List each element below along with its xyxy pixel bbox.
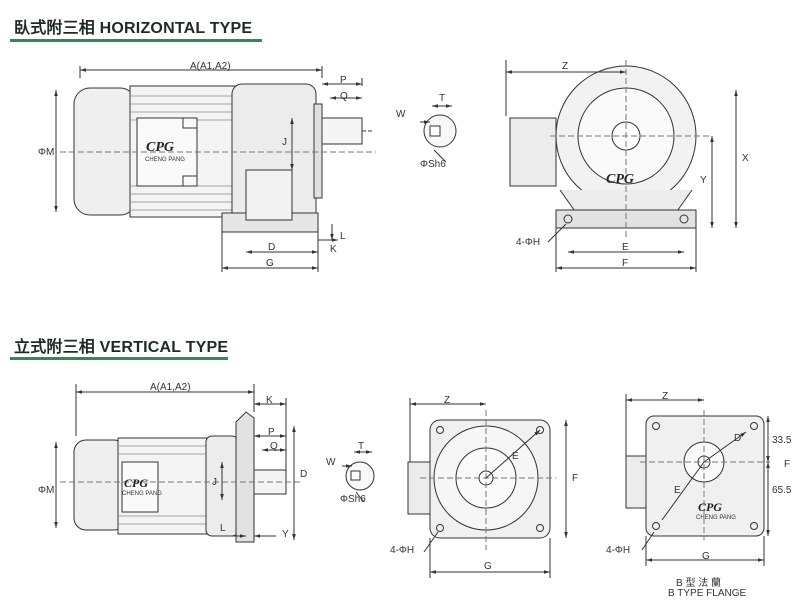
- vertical-type-title: 立式附三相 VERTICAL TYPE: [14, 339, 229, 356]
- horizontal-front-view: [505, 60, 738, 272]
- dim-x-label: X: [742, 153, 749, 164]
- dim-z-label: Z: [444, 395, 451, 406]
- dim-hole-label: 4-ΦH: [516, 237, 541, 248]
- title-underline: [10, 39, 262, 42]
- vertical-side-view: [54, 384, 300, 543]
- b-flange-caption-cn: B 型 法 蘭: [676, 578, 722, 589]
- dim-phi-m-label: ΦM: [38, 147, 55, 158]
- dim-d-label: D: [734, 433, 742, 444]
- dim-f-label: F: [784, 459, 791, 470]
- vertical-shaft-section: [342, 450, 375, 503]
- dim-j-label: J: [282, 137, 287, 148]
- vertical-flange-view: [407, 398, 568, 578]
- dim-p-label: P: [268, 427, 275, 438]
- cpg-logo: CPG: [124, 476, 148, 490]
- dim-33-5-label: 33.5: [772, 435, 792, 446]
- horizontal-shaft-section: [420, 104, 457, 163]
- cpg-logo-subtitle: CHENG PANG: [145, 157, 185, 163]
- dim-e-label: E: [622, 242, 629, 253]
- horizontal-type-title: 臥式附三相 HORIZONTAL TYPE: [14, 20, 253, 37]
- dim-d-label: D: [300, 469, 308, 480]
- dim-d-label: D: [268, 242, 276, 253]
- dim-sh6-label: ΦSh6: [340, 494, 366, 505]
- dim-sh6-label: ΦSh6: [420, 159, 446, 170]
- dim-f-label: F: [572, 473, 579, 484]
- dim-w-label: W: [396, 109, 406, 120]
- dim-z-label: Z: [562, 61, 569, 72]
- dim-z-label: Z: [662, 391, 669, 402]
- dim-a-label: A(A1,A2): [190, 61, 231, 72]
- dim-q-label: Q: [270, 441, 278, 452]
- cpg-logo: CPG: [606, 172, 634, 187]
- dim-hole-label: 4-ΦH: [606, 545, 631, 556]
- dim-g-label: G: [266, 258, 274, 269]
- dim-q-label: Q: [340, 91, 348, 102]
- dim-t-label: T: [358, 441, 365, 452]
- horizontal-side-view: [54, 66, 376, 272]
- dim-t-label: T: [439, 93, 446, 104]
- dim-65-5-label: 65.5: [772, 485, 792, 496]
- cpg-logo: CPG: [698, 500, 722, 514]
- dim-k-label: K: [330, 244, 337, 255]
- b-type-flange-view: [625, 394, 770, 566]
- dim-k-label: K: [266, 395, 273, 406]
- cpg-logo-subtitle: CHENG PANG: [122, 491, 162, 497]
- dim-e-label: E: [674, 485, 681, 496]
- dim-phi-m-label: ΦM: [38, 485, 55, 496]
- cpg-logo-subtitle: CHENG PANG: [696, 515, 736, 521]
- dim-l-label: L: [220, 523, 226, 534]
- cpg-logo: CPG: [146, 140, 174, 155]
- dim-w-label: W: [326, 457, 336, 468]
- dim-g-label: G: [484, 561, 492, 572]
- title-underline: [10, 357, 228, 360]
- dim-f-label: F: [622, 258, 629, 269]
- dim-g-label: G: [702, 551, 710, 562]
- dim-a-label: A(A1,A2): [150, 382, 191, 393]
- dim-j-label: J: [212, 477, 217, 488]
- b-flange-caption-en: B TYPE FLANGE: [668, 588, 747, 599]
- dim-e-label: E: [512, 451, 519, 462]
- dim-y-label: Y: [282, 529, 289, 540]
- dim-p-label: P: [340, 75, 347, 86]
- dim-hole-label: 4-ΦH: [390, 545, 415, 556]
- dim-l-label: L: [340, 231, 346, 242]
- dim-y-label: Y: [700, 175, 707, 186]
